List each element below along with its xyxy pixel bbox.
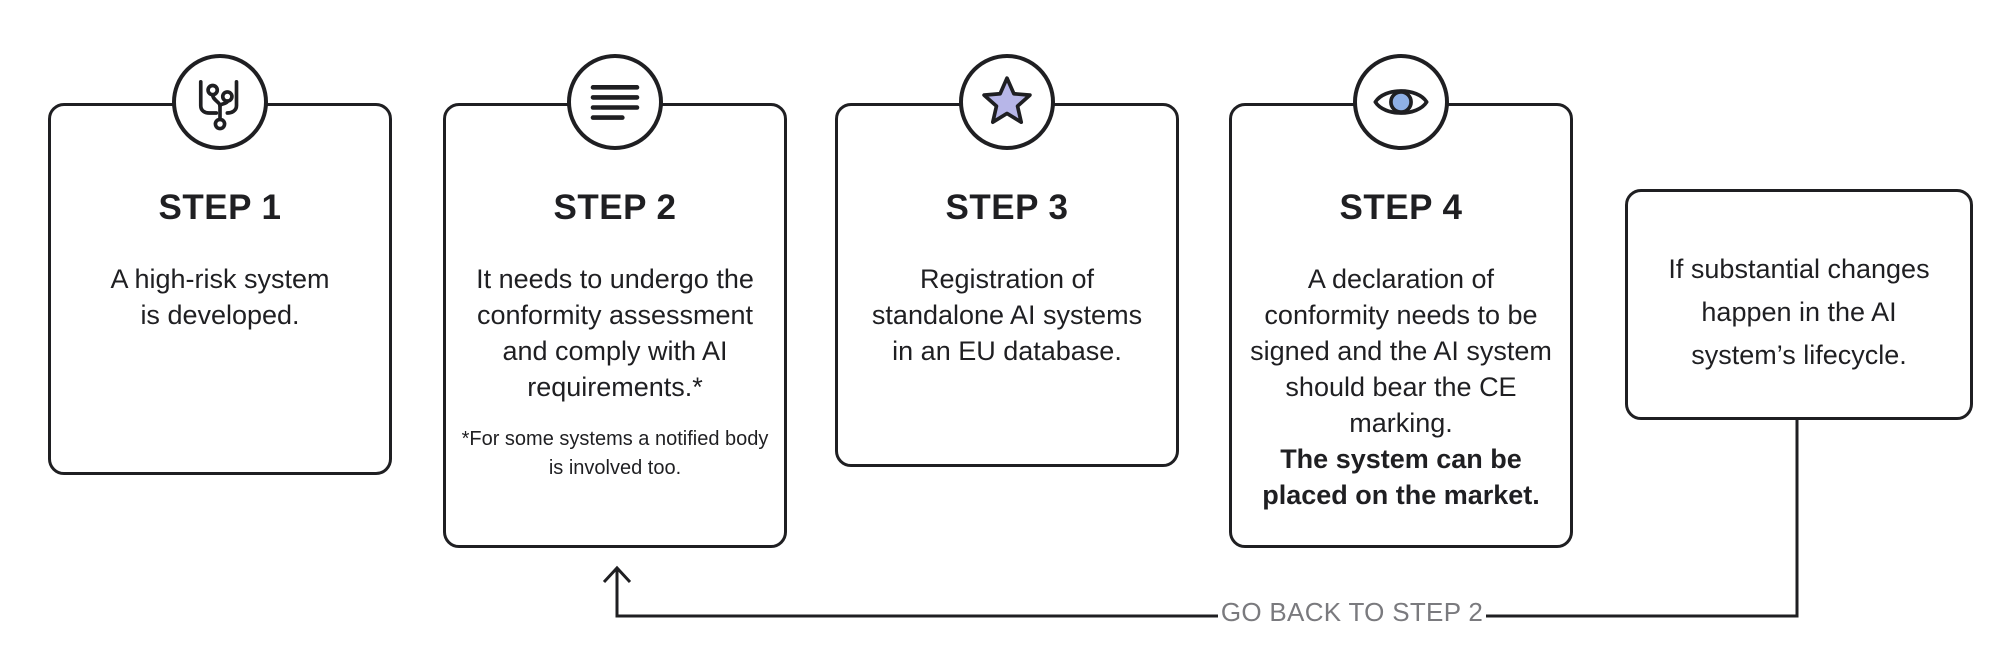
step-footnote: *For some systems a notified body is inv… <box>461 428 769 479</box>
loop-line <box>615 418 1799 618</box>
step-title: STEP 2 <box>553 188 677 227</box>
star-icon <box>959 54 1055 150</box>
eye-icon <box>1353 54 1449 150</box>
step-2-card: STEP 2 It needs to undergo the conformit… <box>443 54 787 548</box>
step-title: STEP 1 <box>158 188 282 227</box>
text-lines-icon <box>567 54 663 150</box>
change-description: If substantial changes happen in the AI … <box>1668 254 1930 370</box>
step-title: STEP 4 <box>1339 188 1463 227</box>
step-1-card: STEP 1 A high-risk system is developed. <box>48 54 392 475</box>
step-main-text: It needs to undergo the conformity asses… <box>476 264 754 402</box>
step-4-card: STEP 4 A declaration of conformity needs… <box>1229 54 1573 548</box>
loop-arrowhead <box>602 565 632 584</box>
step-description: It needs to undergo the conformity asses… <box>460 261 770 483</box>
step-3-card: STEP 3 Registration of standalone AI sys… <box>835 54 1179 467</box>
step-conclusion: The system can be placed on the market. <box>1262 444 1540 510</box>
step-main-text: A declaration of conformity needs to be … <box>1250 264 1552 438</box>
step-description: A declaration of conformity needs to be … <box>1250 261 1552 513</box>
go-back-label: GO BACK TO STEP 2 <box>1218 597 1486 628</box>
step-description: A high-risk system is developed. <box>110 264 330 330</box>
substantial-change-card: If substantial changes happen in the AI … <box>1625 189 1973 420</box>
step-description: Registration of standalone AI systems in… <box>871 264 1143 366</box>
step-title: STEP 3 <box>945 188 1069 227</box>
branch-network-icon <box>172 54 268 150</box>
